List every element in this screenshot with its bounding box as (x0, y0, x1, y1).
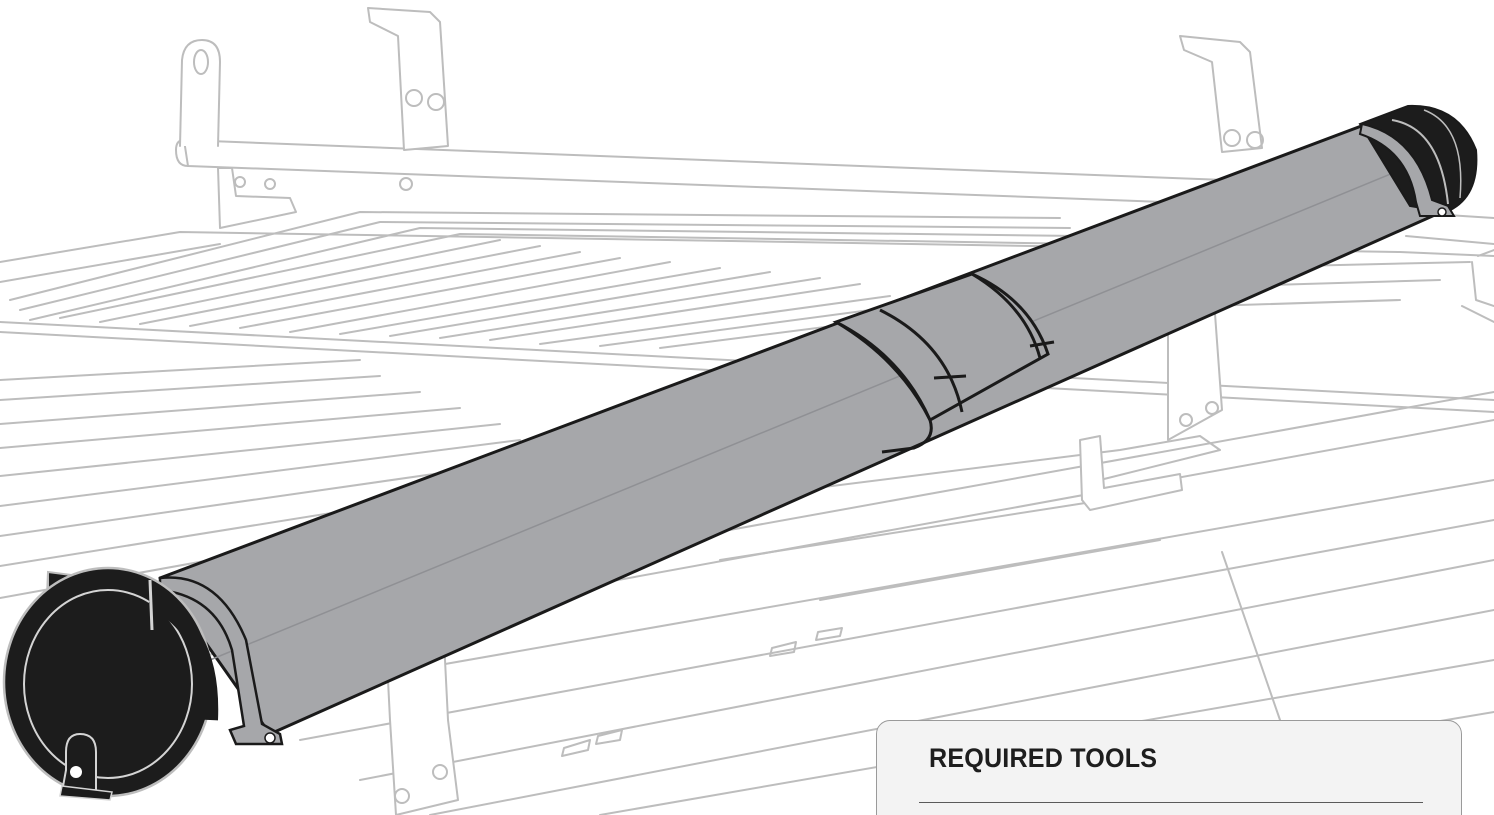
end-cap-far (1358, 104, 1478, 217)
required-tools-title: REQUIRED TOOLS (929, 743, 1158, 773)
required-tools-panel: REQUIRED TOOLS (876, 720, 1462, 815)
end-cap-near (2, 566, 219, 801)
storage-tube (2, 104, 1478, 801)
mounting-bracket-near (158, 576, 284, 746)
panel-divider (919, 802, 1423, 803)
center-coupling (832, 272, 1055, 454)
